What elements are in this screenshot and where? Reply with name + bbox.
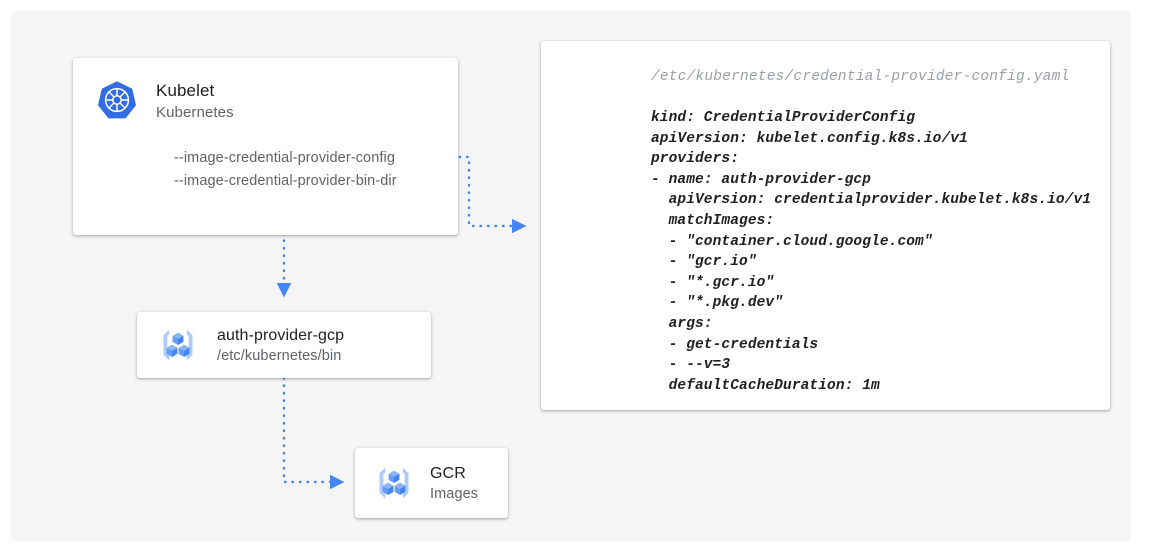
kubelet-titles: Kubelet Kubernetes [156,78,234,123]
kubelet-title: Kubelet [156,81,215,100]
yaml-content: kind: CredentialProviderConfig apiVersio… [651,110,1092,394]
auth-provider-titles: auth-provider-gcp /etc/kubernetes/bin [217,325,344,366]
cube-top [388,470,400,483]
kubelet-subtitle: Kubernetes [156,104,234,121]
auth-provider-subtitle: /etc/kubernetes/bin [217,347,342,364]
gcr-titles: GCR Images [430,463,478,504]
kubelet-header: Kubelet Kubernetes [95,78,436,123]
yaml-filename: /etc/kubernetes/credential-provider-conf… [651,69,1070,85]
cube-top [172,332,184,345]
kubernetes-icon [98,81,136,119]
container-registry-icon [163,329,193,361]
kubelet-card[interactable]: Kubelet Kubernetes --image-credential-pr… [73,58,458,235]
gcr-subtitle: Images [430,485,479,502]
gcr-card[interactable]: GCR Images [355,448,508,518]
auth-provider-card[interactable]: auth-provider-gcp /etc/kubernetes/bin [137,312,431,378]
kubelet-flag-bin-dir: --image-credential-provider-bin-dir [174,173,397,189]
gcr-title: GCR [430,464,466,482]
kubelet-flag-list: --image-credential-provider-config --ima… [174,147,436,193]
auth-provider-title: auth-provider-gcp [217,326,345,344]
kubelet-flag-config: --image-credential-provider-config [174,150,395,166]
credential-provider-config-card[interactable]: /etc/kubernetes/credential-provider-conf… [541,41,1110,410]
container-registry-icon [379,467,409,499]
